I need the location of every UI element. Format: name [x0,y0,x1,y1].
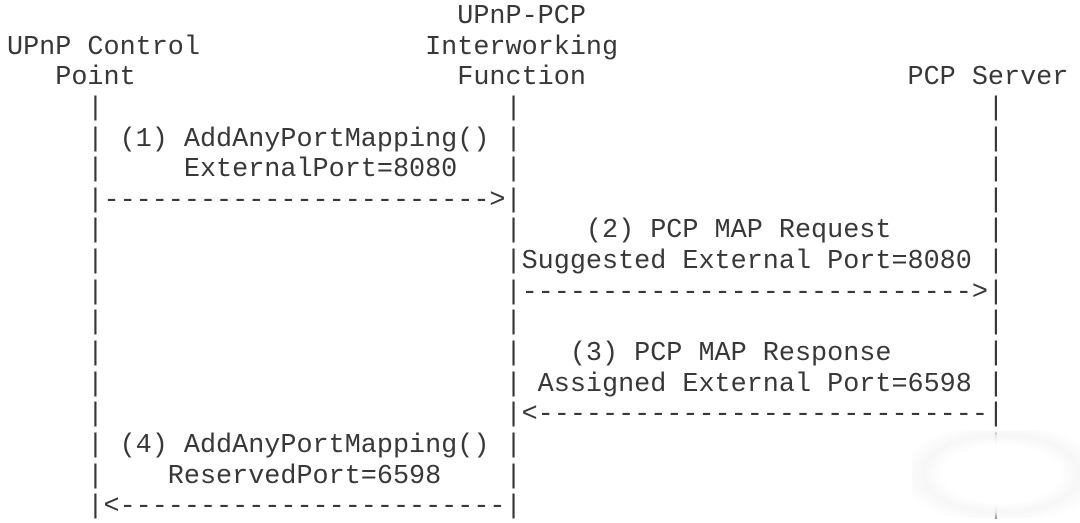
message-1-arrow-line: |------------------------>| | [7,185,1005,216]
message-4-label-line: | (4) AddAnyPortMapping() | | [7,430,1005,461]
message-1-label-line: | (1) AddAnyPortMapping() | | [7,124,1005,155]
message-3-arrow-line: | |<----------------------------| [7,400,1005,431]
message-1-detail-line: | ExternalPort=8080 | | [7,155,1005,186]
lifeline-spacer-line: | | | [7,308,1005,339]
message-2-arrow-line: | |---------------------------->| [7,277,1005,308]
actor-header-line: UPnP Control Interworking [7,32,619,63]
actor-header-line: Point Function PCP Server [7,63,1069,94]
lifeline-spacer-line: | | | [7,93,1005,124]
message-4-arrow-line: |<------------------------| | [7,492,1005,523]
message-2-detail-line: | |Suggested External Port=8080 | [7,247,1005,278]
message-3-detail-line: | | Assigned External Port=6598 | [7,369,1005,400]
actor-header-line: UPnP-PCP [7,2,586,32]
message-3-label-line: | | (3) PCP MAP Response | [7,339,1005,370]
message-2-label-line: | | (2) PCP MAP Request | [7,216,1005,247]
message-4-detail-line: | ReservedPort=6598 | | [7,461,1005,492]
